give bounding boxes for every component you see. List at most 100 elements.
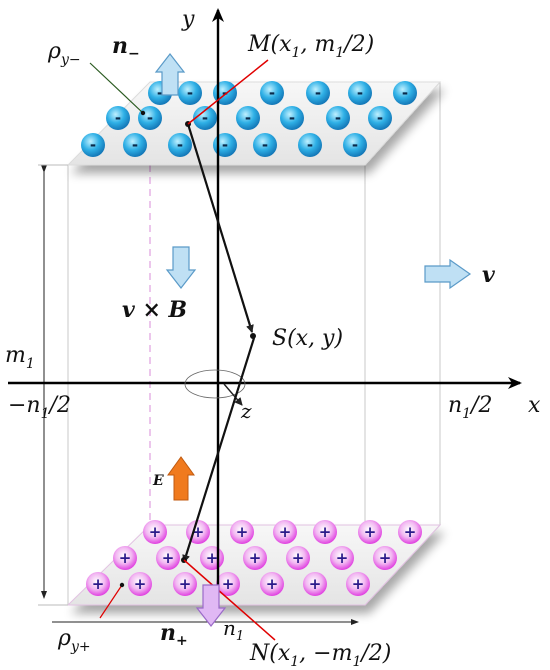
negative-charge — [368, 106, 392, 130]
negative-charge-sign: - — [115, 109, 121, 127]
point-M-label: M(x1, m1/2) — [247, 32, 374, 61]
velocity-label: v — [482, 262, 495, 288]
positive-charge — [313, 520, 337, 544]
n-minus-label: n− — [112, 33, 140, 62]
negative-charge-sign: - — [132, 136, 138, 154]
positive-charge — [216, 572, 240, 596]
positive-charge-sign: + — [364, 523, 377, 541]
y-axis-label: y — [181, 7, 195, 32]
n-plus-label: n+ — [160, 620, 188, 649]
negative-charge — [260, 81, 284, 105]
negative-charge-sign: - — [262, 136, 268, 154]
negative-charge — [298, 133, 322, 157]
negative-charge-sign: - — [357, 84, 363, 102]
rho-plus-marker — [119, 582, 125, 588]
negative-charge-sign: - — [289, 109, 295, 127]
negative-charge — [81, 133, 105, 157]
positive-charge — [156, 546, 180, 570]
negative-charge-sign: - — [157, 84, 163, 102]
negative-charge-sign: - — [377, 109, 383, 127]
negative-charge-sign: - — [245, 109, 251, 127]
v-cross-B-arrow — [165, 246, 197, 289]
positive-charge — [346, 572, 370, 596]
left-tick-label: −n1/2 — [8, 393, 71, 422]
positive-charge — [230, 520, 254, 544]
positive-charge-sign: + — [249, 549, 262, 567]
velocity-arrow — [424, 258, 472, 290]
negative-charge-sign: - — [307, 136, 313, 154]
n-plus-arrow — [195, 584, 227, 627]
positive-charge-sign: + — [279, 523, 292, 541]
positive-charge — [86, 572, 110, 596]
positive-charge-sign: + — [236, 523, 249, 541]
positive-charge — [373, 546, 397, 570]
positive-charge — [113, 546, 137, 570]
m1-label: m1 — [5, 343, 35, 372]
negative-charge-sign: - — [222, 84, 228, 102]
positive-charge-sign: + — [206, 549, 219, 567]
negative-charge — [348, 81, 372, 105]
positive-charge-sign: + — [222, 575, 235, 593]
E-field-label: E — [152, 473, 164, 489]
rho-minus-marker — [140, 110, 146, 116]
rho-minus-label: ρy− — [47, 39, 81, 68]
z-axis-line — [223, 383, 243, 406]
N-pointer — [183, 559, 276, 641]
rho-plus-label: ρy+ — [57, 626, 91, 655]
m1-dimension — [38, 164, 68, 606]
positive-charge-sign: + — [352, 575, 365, 593]
positive-charge-sign: + — [149, 523, 162, 541]
positive-charge-sign: + — [309, 575, 322, 593]
negative-charge-sign: - — [315, 84, 321, 102]
positive-charge-sign: + — [266, 575, 279, 593]
positive-charges: +++++++++++++++++++++ — [86, 520, 422, 596]
positive-charge — [330, 546, 354, 570]
negative-charge-sign: - — [147, 109, 153, 127]
positive-charge-sign: + — [319, 523, 332, 541]
negative-charge-sign: - — [269, 84, 275, 102]
negative-charge-sign: - — [187, 84, 193, 102]
positive-charge-sign: + — [134, 575, 147, 593]
negative-charge — [393, 81, 417, 105]
rho-plus-pointer — [99, 584, 123, 619]
right-tick-label: n1/2 — [448, 393, 493, 422]
n-minus-arrow — [154, 53, 186, 96]
negative-charge-sign: - — [352, 136, 358, 154]
positive-charge-sign: + — [404, 523, 417, 541]
negative-charge — [106, 106, 130, 130]
positive-charge — [173, 572, 197, 596]
positive-charge — [143, 520, 167, 544]
M-pointer — [187, 59, 269, 125]
negative-charge — [253, 133, 277, 157]
negative-charge — [178, 81, 202, 105]
negative-charge — [193, 106, 217, 130]
positive-charge-sign: + — [336, 549, 349, 567]
positive-charge — [303, 572, 327, 596]
positive-charge-sign: + — [379, 549, 392, 567]
point-S-label: S(x, y) — [272, 326, 343, 351]
positive-charge-sign: + — [162, 549, 175, 567]
positive-charge — [358, 520, 382, 544]
z-axis-rotation — [184, 369, 246, 399]
E-field-arrow — [167, 456, 195, 501]
negative-charge — [123, 133, 147, 157]
negative-charge — [306, 81, 330, 105]
positive-charge — [273, 520, 297, 544]
negative-charge — [236, 106, 260, 130]
rho-minus-pointer — [89, 62, 144, 114]
positive-charge-sign: + — [92, 575, 105, 593]
current-path — [182, 123, 256, 563]
positive-charge — [260, 572, 284, 596]
v-cross-B-label: v × B — [122, 297, 187, 323]
positive-charge-sign: + — [179, 575, 192, 593]
point-S-marker — [250, 333, 256, 339]
negative-charge-sign: - — [202, 109, 208, 127]
negative-charge — [280, 106, 304, 130]
n1-label: n1 — [223, 616, 244, 644]
x-axis-label: x — [528, 393, 541, 418]
negative-charge-sign: - — [402, 84, 408, 102]
positive-charge — [398, 520, 422, 544]
positive-charge-sign: + — [292, 549, 305, 567]
